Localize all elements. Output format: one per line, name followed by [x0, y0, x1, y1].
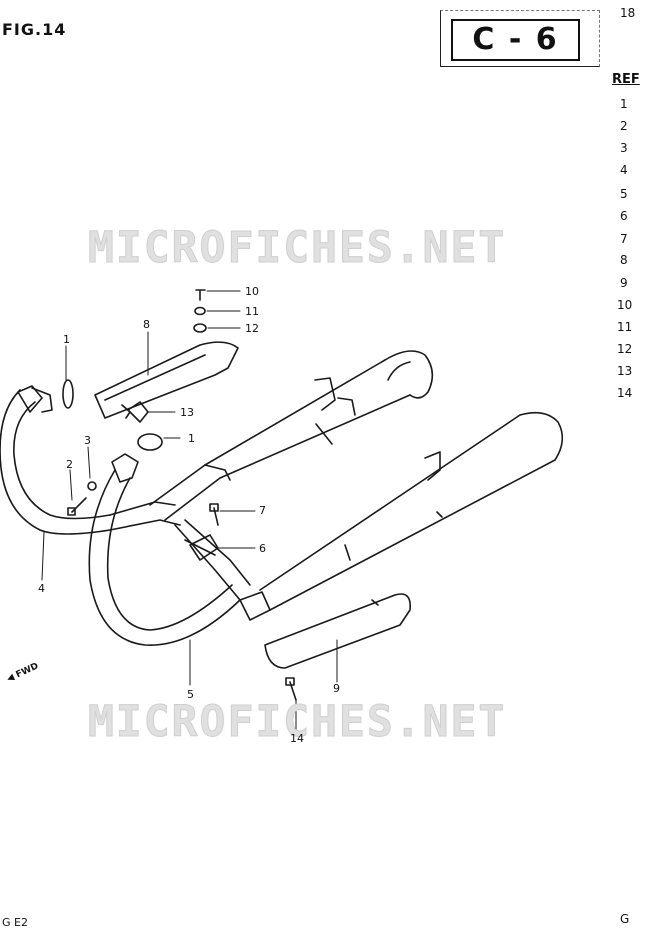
heat-shield-8	[94, 341, 239, 419]
callout-1-right: 1	[188, 432, 195, 445]
ref-item: 13	[617, 364, 633, 378]
gasket-1-left	[62, 379, 74, 409]
page-corner-number: 18	[620, 6, 636, 20]
ref-item: 8	[620, 253, 628, 267]
washer-3	[87, 481, 97, 491]
cross-pipes	[109, 464, 251, 601]
callout-11: 11	[245, 305, 259, 318]
figure-title: FIG.14	[2, 20, 67, 39]
leader-lines	[41, 290, 338, 731]
callout-5: 5	[187, 688, 194, 701]
ref-item: 1	[620, 97, 628, 111]
callout-10: 10	[245, 285, 259, 298]
header-pipe-4	[0, 385, 111, 535]
ref-item: 2	[620, 119, 628, 133]
header-pipe-5	[88, 453, 271, 646]
upper-muffler	[204, 350, 434, 479]
ref-item: 7	[620, 232, 628, 246]
bolt-14	[285, 677, 297, 701]
callout-12: 12	[245, 322, 259, 335]
section-code: C - 6	[451, 19, 580, 61]
ref-item: 4	[620, 163, 628, 177]
lower-muffler	[259, 411, 564, 611]
ref-item: 14	[617, 386, 633, 400]
callout-4: 4	[38, 582, 45, 595]
ref-list-header: REF	[612, 72, 640, 87]
gasket-1-right	[137, 433, 163, 451]
heat-shield-9	[264, 593, 412, 669]
callout-13: 13	[180, 406, 194, 419]
footer-right-code: G	[620, 912, 630, 926]
ref-item: 12	[617, 342, 633, 356]
bolt-2	[67, 497, 87, 516]
ref-item: 11	[617, 320, 633, 334]
footer-left-code: G E2	[2, 916, 28, 929]
watermark-top: MICROFICHES.NET	[87, 223, 507, 274]
callout-2: 2	[66, 458, 73, 471]
ref-item: 10	[617, 298, 633, 312]
washer-11	[194, 306, 206, 316]
ref-item: 6	[620, 209, 628, 223]
callout-1-left: 1	[63, 333, 70, 346]
callout-3: 3	[84, 434, 91, 447]
watermark-bottom: MICROFICHES.NET	[87, 697, 507, 748]
callout-6: 6	[259, 542, 266, 555]
washer-12	[193, 323, 207, 333]
ref-item: 3	[620, 141, 628, 155]
callout-14: 14	[290, 732, 304, 745]
bolt-7	[209, 503, 219, 526]
bolt-10	[195, 289, 206, 301]
section-code-box: C - 6	[440, 10, 600, 67]
callout-7: 7	[259, 504, 266, 517]
exhaust-system-diagram	[0, 289, 564, 731]
ref-item: 5	[620, 187, 628, 201]
callout-9: 9	[333, 682, 340, 695]
ref-item: 9	[620, 276, 628, 290]
callout-8: 8	[143, 318, 150, 331]
